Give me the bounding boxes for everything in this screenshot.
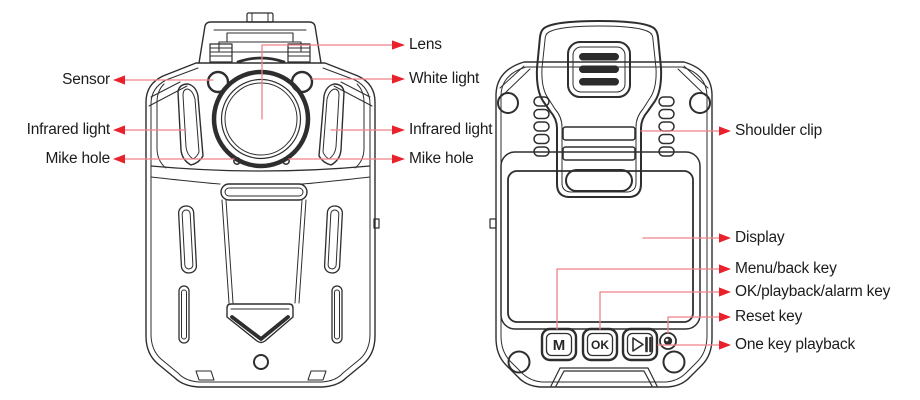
leader-menu-key <box>556 268 720 330</box>
leader-arrowheads <box>113 40 731 350</box>
arrow-reset-key <box>719 312 731 322</box>
label-white-light: White light <box>409 70 480 87</box>
side-nub-back <box>489 218 497 229</box>
back-body-outline <box>495 61 713 388</box>
ok-key-glyph: OK <box>591 338 609 352</box>
arrow-white-light <box>392 74 405 84</box>
label-mike-right: Mike hole <box>409 150 474 167</box>
label-reset-key: Reset key <box>735 308 803 325</box>
front-body-outline <box>145 62 376 388</box>
label-ok-playback-alarm-key: OK/playback/alarm key <box>735 283 891 300</box>
arrow-infrared-right <box>392 125 405 135</box>
arrow-one-key-playback <box>719 340 731 350</box>
mike-hole-left-icon <box>233 157 241 165</box>
label-lens: Lens <box>409 36 442 53</box>
vent-slots-right <box>658 96 675 157</box>
leader-reset-key <box>667 316 720 334</box>
play-pause-icon <box>632 336 652 353</box>
screw-top-right-icon <box>689 92 711 114</box>
leader-ok-key <box>599 291 720 330</box>
arrow-infrared-left <box>113 125 125 135</box>
arrow-shoulder-clip <box>719 126 731 136</box>
label-shoulder-clip: Shoulder clip <box>735 122 823 139</box>
arrow-lens <box>392 40 405 50</box>
lens-icon <box>211 69 311 169</box>
label-infrared-left: Infrared light <box>26 121 111 138</box>
ok-key-button: OK <box>581 327 619 362</box>
arrow-ok-key <box>719 287 731 297</box>
bottom-emblem <box>226 303 294 344</box>
label-infrared-right: Infrared light <box>409 121 493 138</box>
shoulder-clip-icon <box>535 20 663 198</box>
screw-bottom-right-icon <box>662 350 686 374</box>
sensor-icon <box>206 70 230 94</box>
back-view-drawing: M OK <box>489 20 713 388</box>
label-sensor: Sensor <box>62 71 110 88</box>
bottom-hole-icon <box>253 354 269 370</box>
infrared-panel-right <box>318 83 345 166</box>
screw-bottom-left-icon <box>507 350 531 374</box>
play-pause-key-button <box>621 327 659 362</box>
infrared-panel-left <box>177 83 204 166</box>
arrow-sensor <box>113 75 125 85</box>
label-mike-left: Mike hole <box>45 150 110 167</box>
screw-top-left-icon <box>497 92 519 114</box>
arrow-mike-right <box>392 154 405 164</box>
white-light-icon <box>290 70 314 94</box>
leader-lens <box>261 44 393 120</box>
mike-hole-right-icon <box>282 157 290 165</box>
label-menu-back-key: Menu/back key <box>735 260 837 277</box>
label-one-key-playback: One key playback <box>735 336 856 353</box>
leader-lines <box>124 44 720 346</box>
label-display: Display <box>735 229 785 246</box>
side-nub-front <box>373 218 380 229</box>
menu-key-glyph: M <box>553 337 566 354</box>
arrow-display <box>719 233 731 243</box>
reset-key-icon <box>659 332 677 350</box>
arrow-menu-key <box>719 264 731 274</box>
mount-bracket-front <box>198 12 322 64</box>
menu-key-button: M <box>540 327 578 362</box>
arrow-mike-left <box>113 154 125 164</box>
front-view-drawing <box>145 12 380 388</box>
